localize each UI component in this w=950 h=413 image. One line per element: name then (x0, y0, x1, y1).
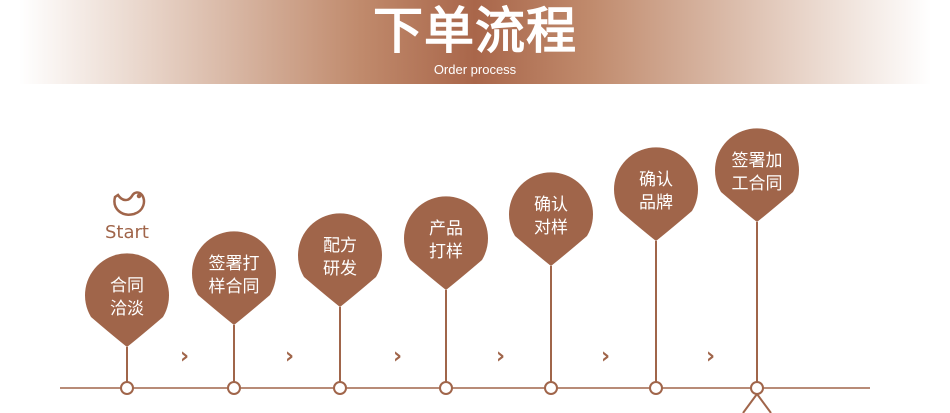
timeline-node (439, 381, 453, 395)
step-label: 确认 (534, 195, 568, 215)
step-label: 合同 (110, 276, 144, 296)
step-label: 签署加 (732, 151, 783, 171)
step-label: 确认 (639, 170, 673, 190)
pin-bubble (509, 172, 593, 266)
timeline-node (227, 381, 241, 395)
chevron-right-icon: › (180, 344, 190, 369)
pin-bubble (191, 231, 276, 325)
step-label: 对样 (534, 218, 568, 238)
timeline-node (544, 381, 558, 395)
pin-bubble (298, 213, 382, 307)
pin-bubble (614, 147, 698, 241)
step-label: 样合同 (209, 277, 260, 297)
timeline-node (120, 381, 134, 395)
chevron-right-icon: › (393, 344, 403, 369)
stand-leg (742, 393, 758, 413)
step-label: 工合同 (732, 174, 783, 194)
chevron-right-icon: › (496, 344, 506, 369)
chevron-right-icon: › (601, 344, 611, 369)
pin-bubble (403, 196, 488, 290)
bird-icon (113, 191, 146, 216)
chevron-right-icon: › (285, 344, 295, 369)
step-label: 研发 (323, 259, 357, 279)
start-label: Start (105, 222, 149, 243)
timeline-node (750, 381, 764, 395)
step-label: 品牌 (639, 193, 673, 213)
chevron-right-icon: › (706, 344, 716, 369)
step-label: 打样 (429, 242, 463, 262)
page-subtitle: Order process (433, 62, 517, 77)
pin-bubble (85, 253, 169, 347)
step-label: 签署打 (209, 254, 260, 274)
header-banner (0, 0, 950, 84)
timeline-node (333, 381, 347, 395)
stand-leg (756, 393, 772, 413)
step-label: 洽淡 (110, 299, 144, 319)
step-label: 产品 (429, 219, 463, 239)
pin-bubble (715, 128, 800, 222)
timeline-node (649, 381, 663, 395)
page-title: 下单流程 (373, 2, 577, 60)
step-label: 配方 (323, 236, 357, 256)
